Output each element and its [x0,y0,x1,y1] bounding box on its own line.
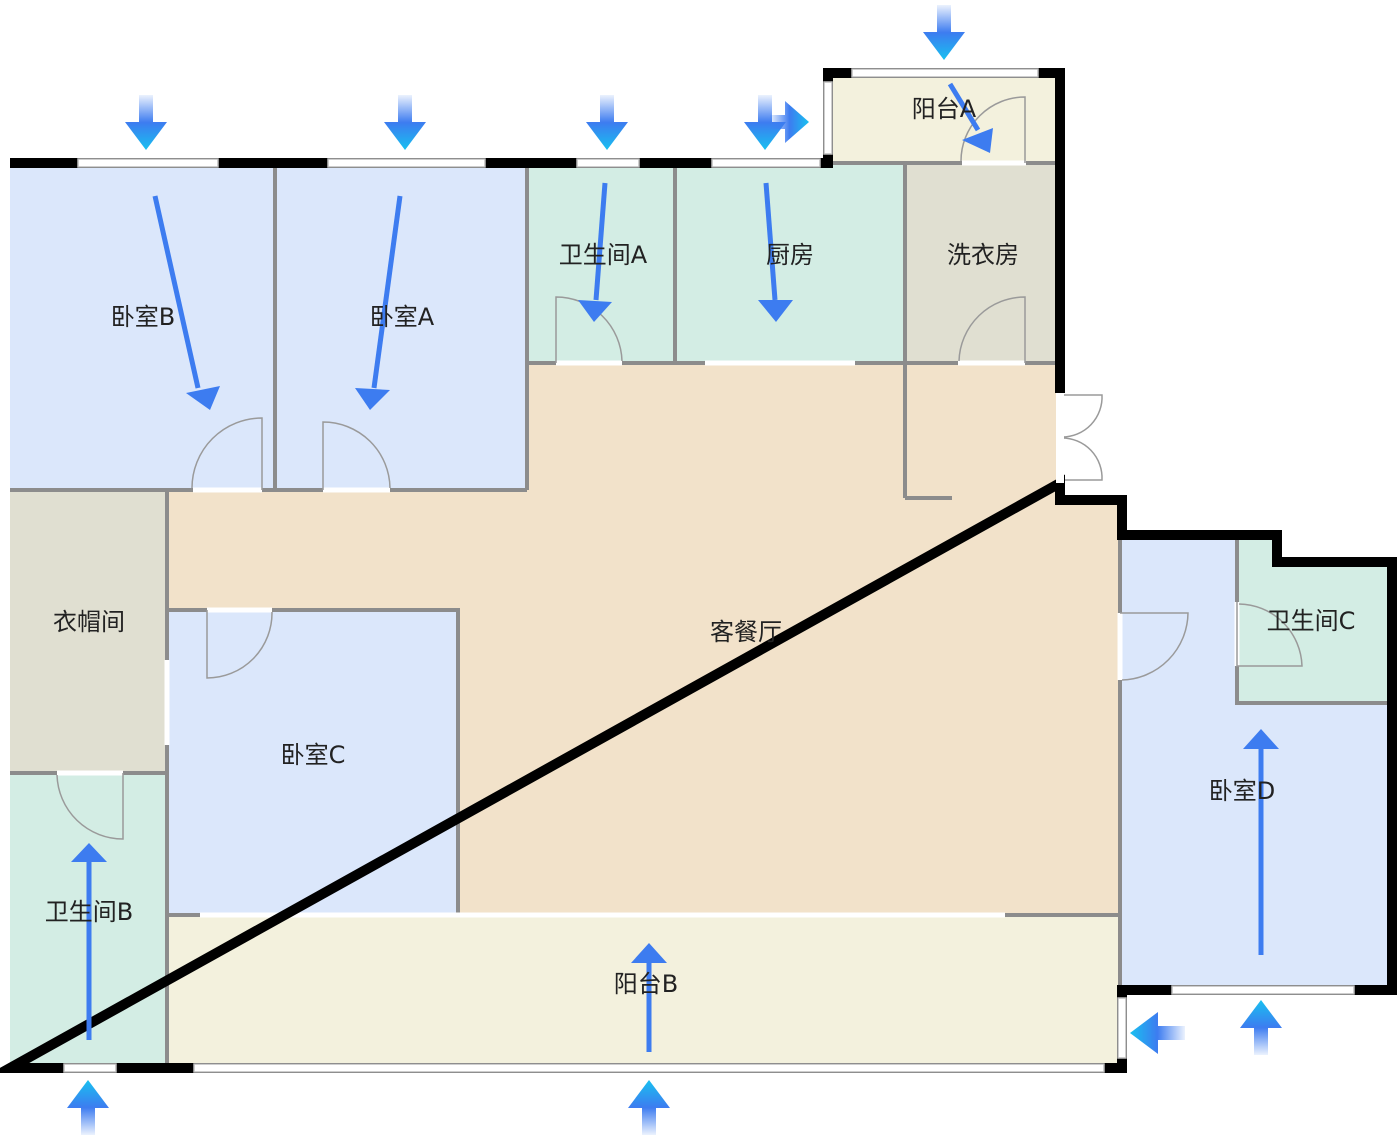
room-bathroom-c[interactable] [1237,535,1390,703]
label-cloakroom: 衣帽间 [53,608,125,636]
label-balcony-a: 阳台A [912,95,977,123]
label-bedroom-d: 卧室D [1209,777,1275,805]
room-cloakroom[interactable] [10,490,167,773]
arrow-up-icon [628,1080,670,1135]
door-swings [56,96,1303,840]
label-living-dining: 客餐厅 [710,618,782,646]
label-bedroom-a: 卧室A [370,303,435,331]
label-bedroom-c: 卧室C [281,741,346,769]
label-balcony-b: 阳台B [614,970,678,998]
label-bathroom-b: 卫生间B [45,898,133,926]
room-living-dining[interactable] [167,363,1120,915]
label-bedroom-b: 卧室B [111,303,175,331]
room-bedroom-a[interactable] [275,163,527,490]
light-arrows [67,5,1282,1135]
flow-arrows [71,82,1279,1052]
room-bedroom-b[interactable] [10,163,275,490]
room-bedroom-d[interactable] [1120,535,1390,990]
label-bathroom-a: 卫生间A [559,241,648,269]
arrow-right-icon [770,101,809,143]
door-openings [57,160,1240,918]
label-bathroom-c: 卫生间C [1267,607,1356,635]
room-bedroom-c[interactable] [167,610,458,915]
room-balcony-b[interactable] [167,915,1120,1068]
room-fills [10,73,1390,1068]
arrow-up-icon [67,1080,109,1135]
arrow-up-icon [1240,1000,1282,1055]
label-kitchen: 厨房 [766,241,814,269]
arrow-left-icon [1130,1012,1185,1054]
windows [63,68,1355,1073]
room-labels: 卧室B 卧室A 卫生间A 厨房 洗衣房 阳台A 衣帽间 卧室C 客餐厅 卫生间C… [45,95,1356,998]
arrow-down-icon [125,95,167,150]
arrow-down-icon [923,5,965,60]
arrow-down-icon [744,95,786,150]
room-laundry[interactable] [905,163,1058,363]
label-laundry: 洗衣房 [947,241,1019,269]
room-balcony-a[interactable] [828,73,1058,163]
arrow-down-icon [586,95,628,150]
arrow-down-icon [384,95,426,150]
room-kitchen[interactable] [675,163,905,363]
